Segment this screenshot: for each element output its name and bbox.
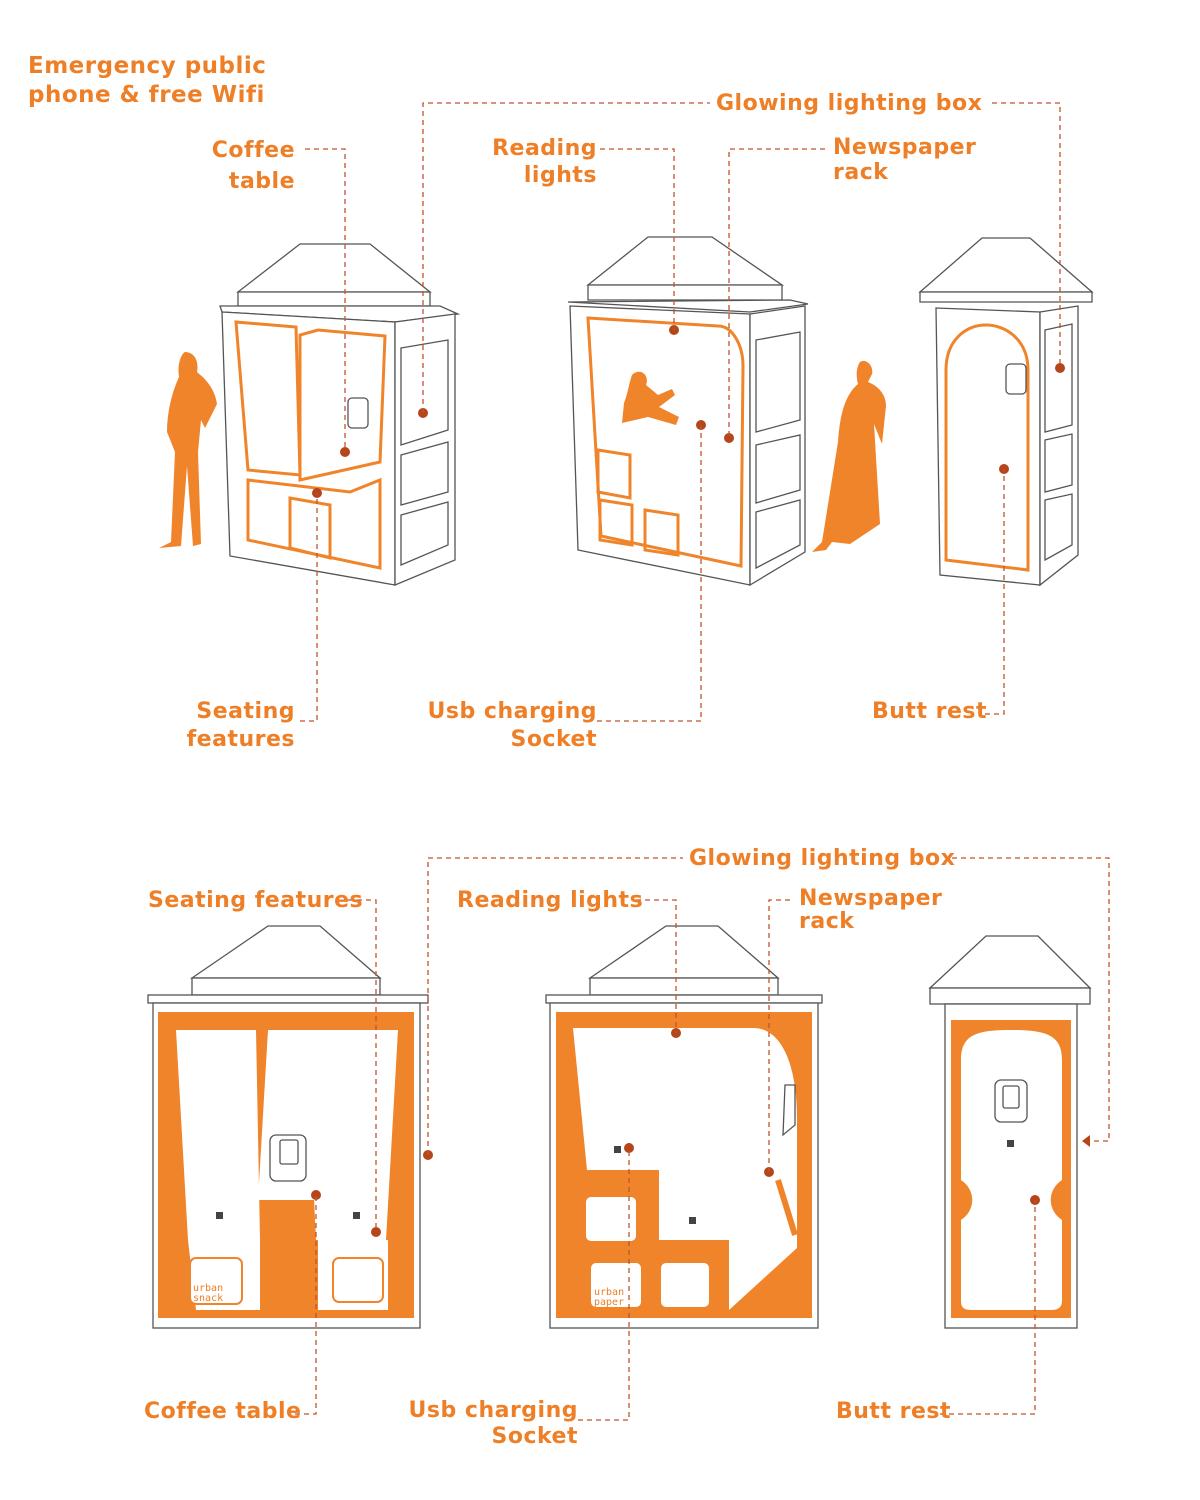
label-line: Newspaper — [799, 886, 943, 911]
label-coffee-table-bottom: Coffee table — [144, 1399, 302, 1424]
label-glowing-lighting-box: Glowing lighting box — [716, 91, 983, 116]
label-line: lights — [523, 163, 597, 188]
label-line: Coffee — [211, 138, 295, 163]
booth-paper-perspective — [567, 236, 809, 587]
title-line: phone & free Wifi — [28, 82, 265, 108]
booth-snack-elevation — [147, 925, 433, 1329]
label-butt-rest: Butt rest — [872, 699, 988, 724]
top-leader-lines — [300, 102, 1061, 722]
label-butt-rest-bottom: Butt rest — [836, 1399, 952, 1424]
label-line: table — [228, 169, 295, 194]
label-reading-lights-bottom: Reading lights — [457, 888, 644, 913]
label-line: rack — [799, 909, 855, 934]
arrow-left-icon — [1082, 1135, 1090, 1147]
booth-phone-elevation — [928, 935, 1092, 1329]
person-silhouette-right — [812, 360, 886, 552]
title-line: Emergency public — [28, 53, 267, 79]
label-line: Socket — [491, 1424, 578, 1449]
label-seating-features-bottom: Seating features — [148, 888, 364, 913]
logo-line: snack — [193, 1293, 224, 1304]
logo-line: urban — [594, 1287, 625, 1298]
label-line: features — [186, 727, 295, 752]
bottom-leader-lines — [295, 857, 1110, 1421]
label-line: Newspaper — [833, 135, 977, 160]
booth-phone-perspective — [918, 237, 1094, 587]
logo-line: urban — [193, 1283, 224, 1294]
booth-paper-elevation — [545, 925, 823, 1329]
phone-icon — [269, 1134, 307, 1182]
label-line: Socket — [510, 727, 597, 752]
label-coffee-table: Coffee table — [212, 135, 295, 197]
booth-snack-perspective — [219, 243, 461, 586]
page-title: Emergency public phone & free Wifi — [28, 52, 266, 110]
label-line: Seating — [196, 699, 295, 724]
label-line: rack — [833, 160, 889, 185]
logo-line: paper — [594, 1297, 625, 1308]
label-line: Usb charging — [408, 1398, 578, 1423]
label-line: Reading — [492, 136, 597, 161]
label-glowing-lighting-box-bottom: Glowing lighting box — [689, 846, 956, 871]
label-seating-features: Seating features — [187, 698, 295, 754]
person-silhouette-left — [159, 352, 217, 548]
label-line: Usb charging — [427, 699, 597, 724]
